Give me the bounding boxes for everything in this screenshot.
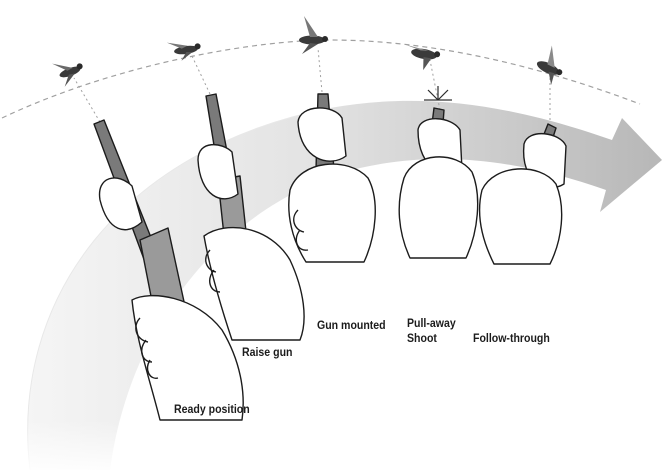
stage-label-gun-mounted: Gun mounted bbox=[317, 318, 386, 332]
stage-label-ready-position: Ready position bbox=[174, 402, 250, 416]
duck-icon bbox=[299, 16, 328, 54]
stage-label-shoot: Shoot bbox=[407, 331, 437, 345]
duck-icon bbox=[52, 54, 87, 88]
duck-icon bbox=[531, 43, 571, 87]
stage-label-pull-away: Pull-away bbox=[407, 316, 456, 330]
stage-label-raise-gun: Raise gun bbox=[242, 345, 292, 359]
stage-label-follow-through: Follow-through bbox=[473, 331, 550, 345]
muzzle-flash-icon bbox=[424, 86, 452, 100]
duck-icon bbox=[167, 38, 202, 62]
